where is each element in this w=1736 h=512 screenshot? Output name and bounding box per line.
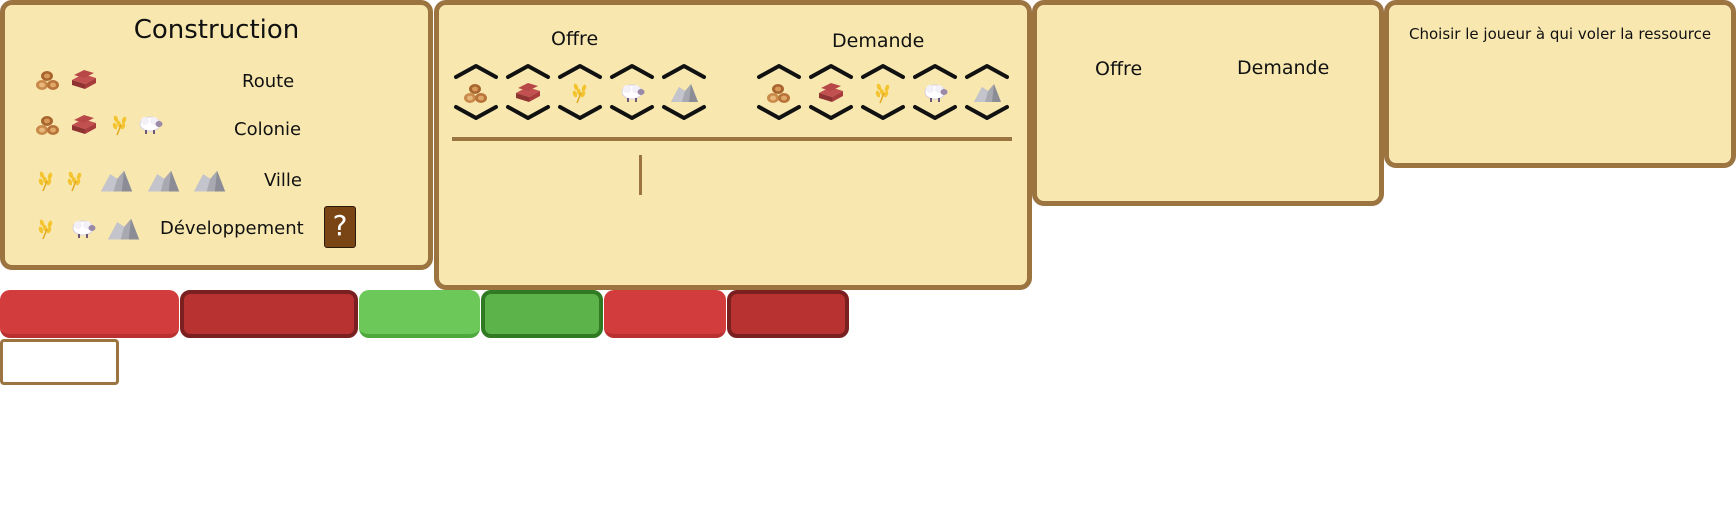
text-cursor [639,155,642,195]
demand-ore-increase[interactable] [963,61,1011,81]
demand-brick-decrease[interactable] [807,103,855,123]
offer-wheat-decrease[interactable] [556,103,604,123]
construction-panel: Construction Route Colonie Ville Dévelop… [0,0,433,270]
demand-sheep-increase[interactable] [911,61,959,81]
ore-icon [96,165,136,195]
demand-brick-increase[interactable] [807,61,855,81]
wheat-icon [565,79,595,105]
ore-icon [972,79,1002,105]
offer-ore-increase[interactable] [660,61,708,81]
sheep-icon [920,79,950,105]
brick-icon [69,111,99,137]
sheep-icon [68,215,98,241]
offer-wheat-increase[interactable] [556,61,604,81]
development-card[interactable]: ? [324,206,356,248]
question-mark-icon: ? [332,209,348,242]
wood-icon [461,79,491,105]
offer-wood-decrease[interactable] [452,103,500,123]
wheat-icon [868,79,898,105]
wheat-icon [31,167,61,193]
ore-icon [669,79,699,105]
text-input[interactable] [0,339,119,385]
demand-wheat-decrease[interactable] [859,103,907,123]
wood-icon [33,111,63,137]
colonie-label: Colonie [234,119,302,140]
construction-title: Construction [133,15,300,45]
offer-sheep-increase[interactable] [608,61,656,81]
offer-brick-decrease[interactable] [504,103,552,123]
ore-icon [103,213,143,243]
trade-offer-title: Offre [551,28,599,50]
action-button-3[interactable] [359,290,480,338]
ore-icon [189,165,229,195]
demand-ore-decrease[interactable] [963,103,1011,123]
steal-panel: Choisir le joueur à qui voler la ressour… [1384,0,1736,168]
action-button-5[interactable] [604,290,726,338]
action-button-4[interactable] [481,290,603,338]
brick-icon [816,79,846,105]
sheep-icon [135,111,165,137]
sheep-icon [617,79,647,105]
trade-panel: Offre Demande [434,0,1032,290]
trade-divider [452,137,1012,141]
demand-wheat-increase[interactable] [859,61,907,81]
offer-sheep-decrease[interactable] [608,103,656,123]
brick-icon [513,79,543,105]
ville-label: Ville [264,170,302,191]
ore-icon [143,165,183,195]
demand-wood-increase[interactable] [755,61,803,81]
developpement-label: Développement [160,218,304,239]
steal-title: Choisir le joueur à qui voler la ressour… [1409,25,1712,43]
action-button-1[interactable] [0,290,179,338]
offer-brick-increase[interactable] [504,61,552,81]
action-button-2[interactable] [180,290,358,338]
brick-icon [69,66,99,92]
wheat-icon [60,167,90,193]
summary-offer-title: Offre [1095,58,1143,80]
offer-ore-decrease[interactable] [660,103,708,123]
wheat-icon [105,111,135,137]
summary-demand-title: Demande [1237,57,1330,79]
offer-wood-increase[interactable] [452,61,500,81]
action-button-6[interactable] [727,290,849,338]
demand-sheep-decrease[interactable] [911,103,959,123]
trade-summary-panel: Offre Demande [1032,0,1384,206]
trade-demand-title: Demande [832,30,925,52]
wheat-icon [31,215,61,241]
route-label: Route [242,71,295,92]
wood-icon [764,79,794,105]
wood-icon [33,66,63,92]
demand-wood-decrease[interactable] [755,103,803,123]
